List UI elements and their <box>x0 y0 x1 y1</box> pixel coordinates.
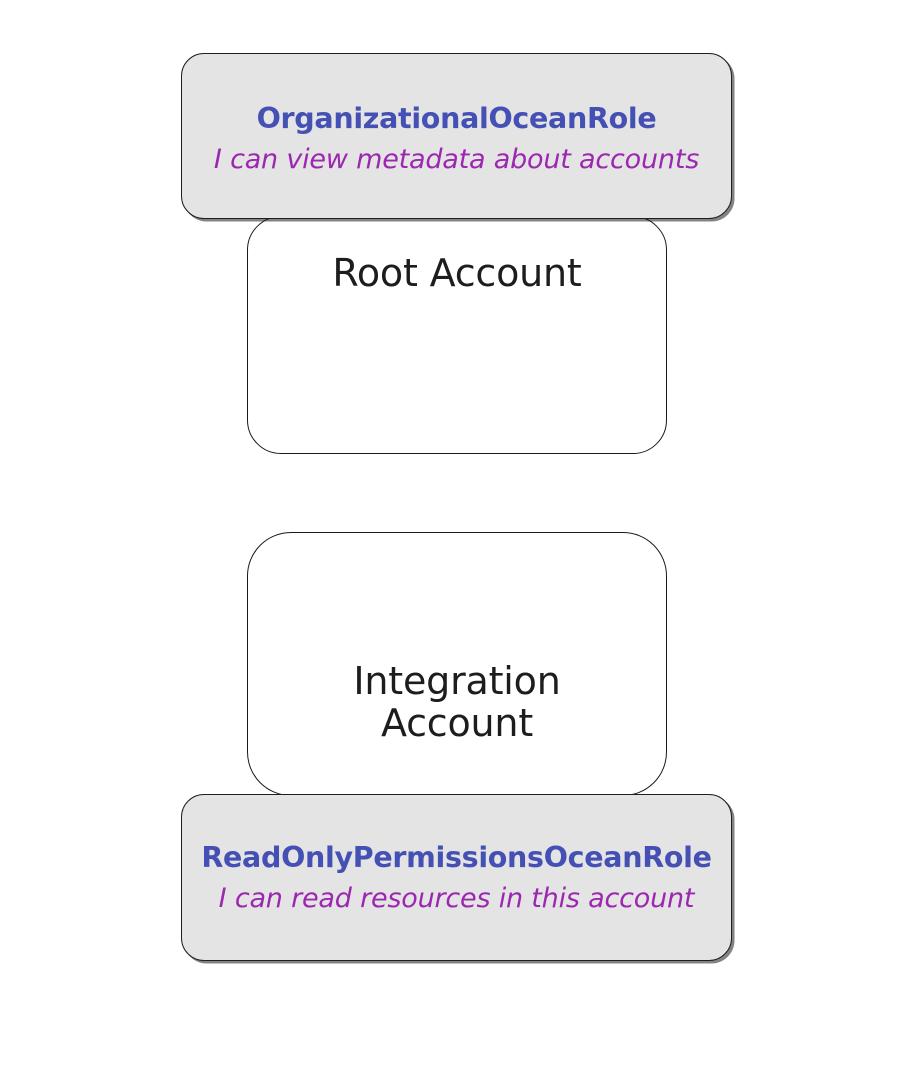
role-name-readonly-permissions-ocean-role: ReadOnlyPermissionsOceanRole <box>201 841 712 874</box>
role-description-organizational-ocean-role: I can view metadata about accounts <box>213 144 700 175</box>
account-box-root-account[interactable]: Root Account <box>247 216 667 454</box>
account-label-root-account: Root Account <box>332 251 582 295</box>
account-box-integration-account[interactable]: Integration Account <box>247 532 667 796</box>
role-box-organizational-ocean-role[interactable]: OrganizationalOceanRole I can view metad… <box>181 53 732 219</box>
role-name-organizational-ocean-role: OrganizationalOceanRole <box>256 102 657 135</box>
account-label-integration-account: Integration Account <box>353 659 561 745</box>
role-box-readonly-permissions-ocean-role[interactable]: ReadOnlyPermissionsOceanRole I can read … <box>181 794 732 961</box>
role-description-readonly-permissions-ocean-role: I can read resources in this account <box>218 883 695 914</box>
